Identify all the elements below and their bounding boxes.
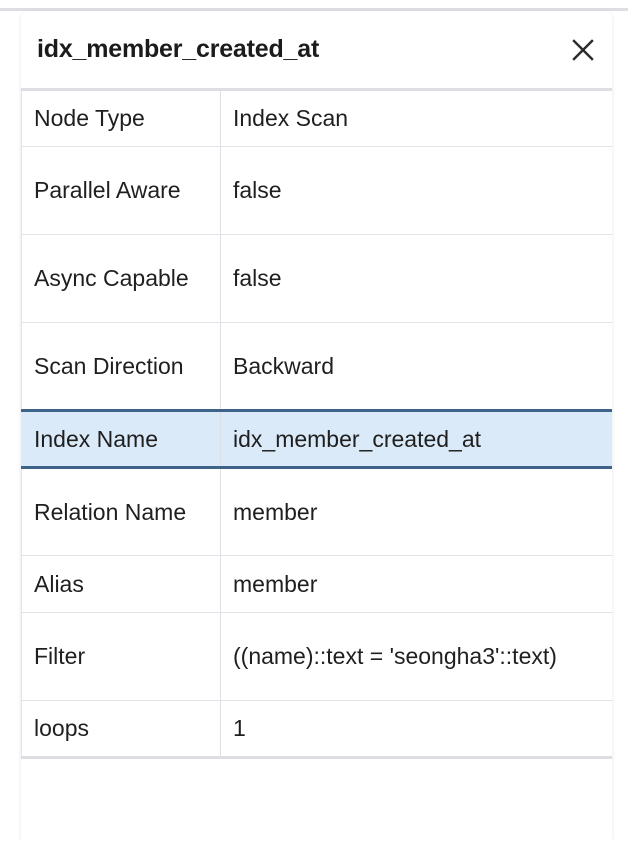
close-icon <box>570 37 596 63</box>
property-value: idx_member_created_at <box>220 409 612 469</box>
property-key: Node Type <box>21 89 221 147</box>
property-key: Index Name <box>21 409 221 469</box>
top-divider <box>0 8 628 11</box>
panel-empty-area <box>21 759 612 799</box>
property-value: 1 <box>220 700 612 758</box>
property-value: member <box>220 555 612 613</box>
property-key: Scan Direction <box>21 322 221 411</box>
property-key: Alias <box>21 555 221 613</box>
property-value: Backward <box>220 322 612 411</box>
property-key: loops <box>21 700 221 758</box>
panel-header: idx_member_created_at <box>21 11 612 88</box>
property-value: false <box>220 234 612 323</box>
property-value: ((name)::text = 'seongha3'::text) <box>220 612 612 701</box>
table-row[interactable]: Filter((name)::text = 'seongha3'::text) <box>21 612 612 701</box>
property-key: Async Capable <box>21 234 221 323</box>
property-key: Parallel Aware <box>21 146 221 235</box>
panel-title: idx_member_created_at <box>37 35 320 63</box>
close-button[interactable] <box>554 20 612 80</box>
property-key: Filter <box>21 612 221 701</box>
property-key: Relation Name <box>21 467 221 556</box>
property-value: false <box>220 146 612 235</box>
property-value: Index Scan <box>220 89 612 147</box>
property-value: member <box>220 467 612 556</box>
